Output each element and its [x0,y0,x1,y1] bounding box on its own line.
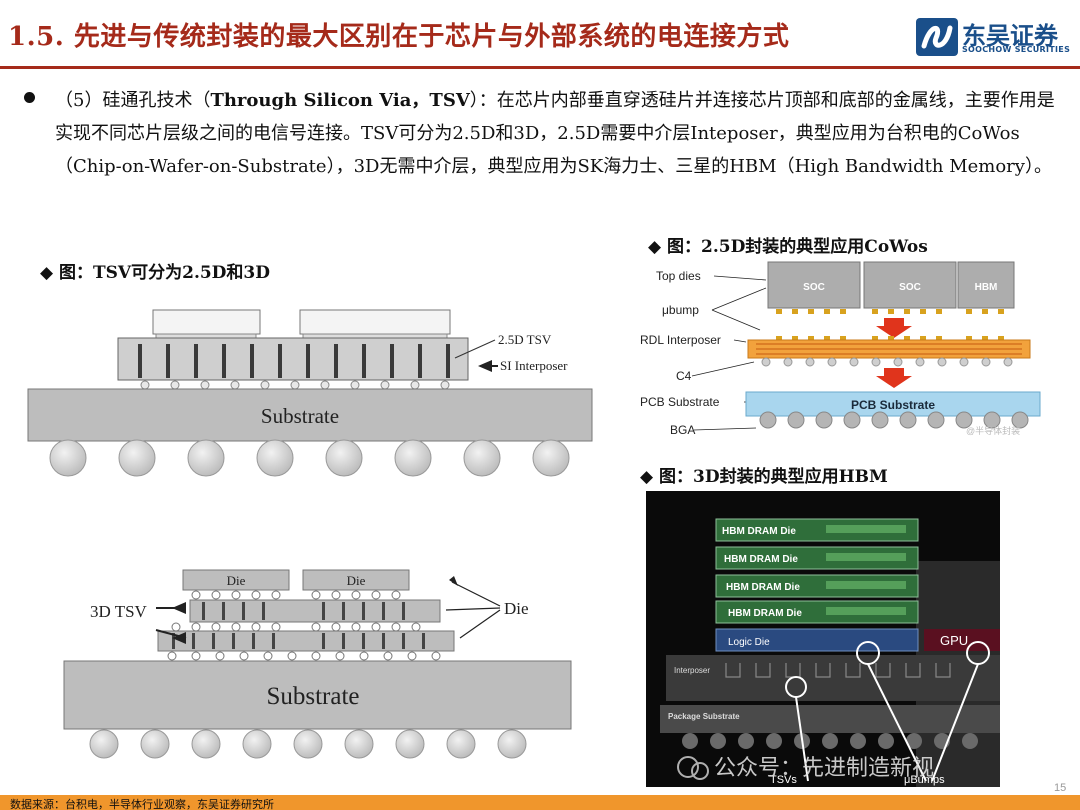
hbm-gpu-label: GPU [940,633,968,648]
soochow-logo-icon [916,18,958,56]
cowos-ubump-label: μbump [662,303,699,317]
tsv-3d-die-label: Die [504,599,529,618]
footer-bar [0,795,1080,810]
tsv-25d-label: 2.5D TSV [498,332,552,347]
logo-text-en: SOOCHOW SECURITIES [962,45,1071,54]
slide-title: 1.5. 先进与传统封装的最大区别在于芯片与外部系统的电连接方式 [8,22,790,52]
hbm-watermark: 公众号：先进制造新视 [714,755,934,780]
caption-tsv: ◆ 图：TSV可分为2.5D和3D [40,263,270,283]
page-number: 15 [1054,782,1067,794]
bullet-body: ）：在芯片内部垂直穿透硅片并连接芯片顶部和底部的金属线，主要作用是实现不同芯片层… [55,90,1055,177]
tsv-3d-diagram: Die Die [63,569,572,759]
tsv-3d-die1-label: Die [227,573,246,588]
tsv-substrate-bottom-label: Substrate [266,683,359,710]
cowos-c4-label: C4 [676,369,692,383]
hbm-dram2-label: HBM DRAM Die [724,554,798,565]
hbm-dram1-label: HBM DRAM Die [722,526,796,537]
tsv-3d-label: 3D TSV [90,602,148,621]
cowos-pcb-box-label: PCB Substrate [851,398,935,412]
cowos-figure: Top dies μbump RDL Interposer C4 PCB Sub… [640,261,1041,437]
hbm-tsvs-label: TSVs [770,774,797,786]
tsv-si-interposer-label: SI Interposer [500,358,568,373]
source-note: 数据来源：台积电，半导体行业观察，东吴证券研究所 [10,798,274,810]
cowos-top-dies-label: Top dies [656,269,701,283]
header-divider [0,66,1080,69]
bullet-icon [24,92,35,103]
hbm-logic-label: Logic Die [728,637,770,648]
hbm-figure: GPU HBM DRAM Die HBM DRAM Die HBM DRAM D… [646,491,1000,787]
tsv-figure: Substrate 2.5D TSV SI Interposer Die Die [27,309,593,759]
brand-logo: 东吴证券 SOOCHOW SECURITIES [916,16,1076,60]
caption-cowos: ◆ 图：2.5D封装的典型应用CoWos [648,237,928,257]
tsv-substrate-top-label: Substrate [261,404,339,428]
cowos-rdl-label: RDL Interposer [640,333,721,347]
cowos-pcb-label: PCB Substrate [640,395,720,409]
bullet-paragraph: （5）硅通孔技术（Through Silicon Via，TSV）：在芯片内部垂… [55,84,1065,183]
slide-header: 1.5. 先进与传统封装的最大区别在于芯片与外部系统的电连接方式 东吴证券 SO… [0,0,1080,74]
cowos-watermark: @半导体封装 [966,425,1020,436]
hbm-ubumps-label: μBumps [904,774,945,786]
hbm-dram4-label: HBM DRAM Die [728,608,802,619]
cowos-bga-label: BGA [670,423,695,437]
hbm-interposer-label: Interposer [674,666,710,675]
bullet-lead: （5）硅通孔技术（ [55,90,211,111]
caption-hbm: ◆ 图：3D封装的典型应用HBM [640,467,888,487]
cowos-soc1-label: SOC [803,282,825,293]
logo-text-cn: 东吴证券 [962,22,1058,50]
bullet-term: Through Silicon Via，TSV [210,90,470,111]
hbm-package-label: Package Substrate [668,712,740,721]
cowos-hbm-label: HBM [975,282,998,293]
tsv-3d-die2-label: Die [347,573,366,588]
cowos-soc2-label: SOC [899,282,921,293]
tsv-25d-diagram: Substrate 2.5D TSV SI Interposer [27,309,593,477]
hbm-dram3-label: HBM DRAM Die [726,582,800,593]
